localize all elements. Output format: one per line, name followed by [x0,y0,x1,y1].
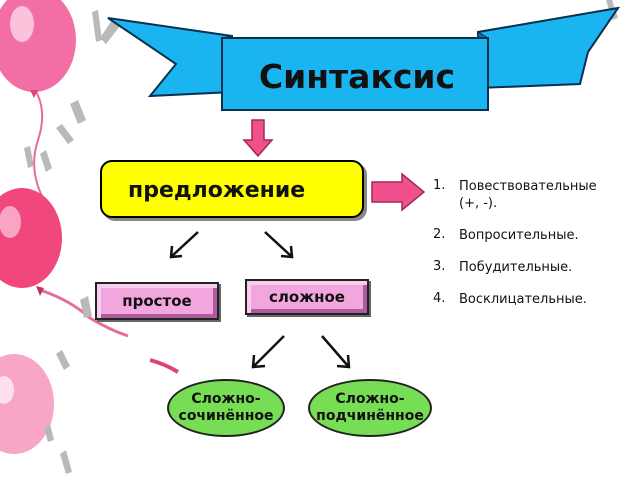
page-title: Синтаксис [258,56,456,96]
simple-sentence-box: простое [95,282,219,320]
subordinate-label-line2: подчинённое [316,408,424,424]
title-ribbon [107,6,621,111]
list-item-text: Побудительные. [459,260,573,275]
root-node-sentence: предложение [100,160,364,218]
balloon-top-left [0,0,76,98]
list-item: 3. Побудительные. [433,259,633,276]
compound-label-line1: Сложно- [191,391,261,407]
list-item-number: 1. [433,178,446,193]
list-item: 1. Повествовательные (+, -). [433,178,633,212]
arrow-down-pink [242,119,274,158]
list-item-text-continued: (+, -). [459,196,498,211]
complex-sentence-box: сложное [245,279,369,315]
list-item-text: Вопросительные. [459,228,579,243]
list-item-text: Повествовательные [459,179,597,194]
arrow-right-pink [371,172,426,212]
list-item-number: 4. [433,291,446,306]
subordinate-label-line1: Сложно- [335,391,405,407]
list-item-number: 2. [433,227,446,242]
list-item-number: 3. [433,259,446,274]
compound-label-line2: сочинённое [178,408,274,424]
compound-sentence-oval: Сложно- сочинённое [167,379,285,437]
list-item: 2. Вопросительные. [433,227,633,244]
sentence-types-list: 1. Повествовательные (+, -). 2. Вопросит… [433,178,633,308]
complex-subordinate-oval: Сложно- подчинённое [308,379,432,437]
simple-sentence-label: простое [122,292,192,310]
list-item-text: Восклицательные. [459,292,587,307]
root-node-label: предложение [128,178,306,203]
complex-sentence-label: сложное [269,288,345,306]
balloon-middle-left [0,188,62,296]
list-item: 4. Восклицательные. [433,291,633,308]
balloon-bottom-left [0,354,54,454]
